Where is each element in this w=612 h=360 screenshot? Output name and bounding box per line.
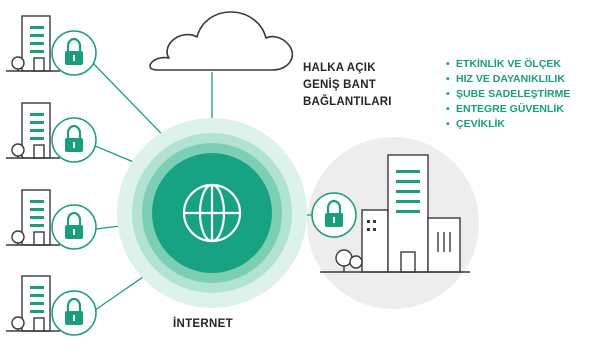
headquarters-building-icon bbox=[320, 154, 470, 273]
broadband-connection-label: HALKA AÇIK GENİŞ BANT BAĞLANTILARI bbox=[303, 60, 392, 111]
branch-3 bbox=[6, 189, 97, 250]
branch-building-icon bbox=[6, 102, 60, 159]
branch-building-icon bbox=[6, 275, 60, 332]
benefit-item: •ÇEVİKLİK bbox=[446, 118, 506, 130]
bullet: • bbox=[446, 58, 450, 70]
benefits-list: •ETKİNLİK VE ÖLÇEK •HIZ VE DAYANIKLILIK … bbox=[446, 57, 570, 132]
bullet: • bbox=[446, 118, 450, 130]
lock-icon bbox=[51, 117, 97, 163]
benefit-item: •ŞUBE SADELEŞTİRME bbox=[446, 88, 571, 100]
label-line-3: BAĞLANTILARI bbox=[303, 96, 392, 108]
branch-2 bbox=[6, 102, 97, 163]
lock-icon bbox=[51, 204, 97, 250]
bullet: • bbox=[446, 103, 450, 115]
benefit-item: •HIZ VE DAYANIKLILIK bbox=[446, 73, 565, 85]
bullet: • bbox=[446, 88, 450, 100]
lock-icon bbox=[51, 30, 97, 76]
internet-label: İNTERNET bbox=[173, 318, 233, 330]
branch-building-icon bbox=[6, 15, 60, 72]
label-line-1: HALKA AÇIK bbox=[303, 62, 376, 74]
lock-icon bbox=[311, 192, 357, 238]
lock-icon bbox=[51, 290, 97, 336]
globe-icon bbox=[117, 118, 307, 308]
branch-1 bbox=[6, 15, 97, 76]
cloud-icon bbox=[149, 11, 294, 71]
benefit-item: •ENTEGRE GÜVENLİK bbox=[446, 103, 564, 115]
branch-building-icon bbox=[6, 189, 60, 246]
bullet: • bbox=[446, 73, 450, 85]
benefit-item: •ETKİNLİK VE ÖLÇEK bbox=[446, 58, 562, 70]
branch-4 bbox=[6, 275, 97, 336]
label-line-2: GENİŞ BANT bbox=[303, 79, 376, 91]
